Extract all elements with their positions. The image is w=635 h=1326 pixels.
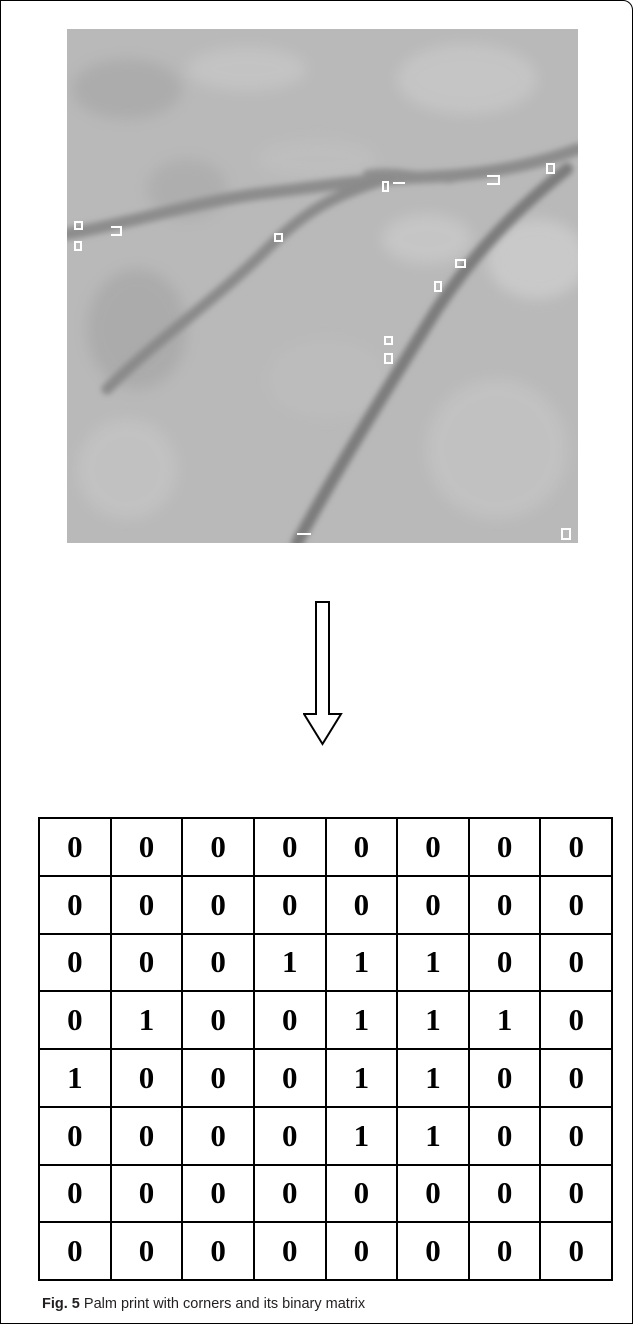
matrix-cell: 0 <box>467 1221 542 1281</box>
matrix-row: 0 0 0 0 1 1 0 0 <box>38 1105 613 1166</box>
matrix-cell: 0 <box>324 1221 399 1281</box>
binary-matrix: 0 0 0 0 0 0 0 0 0 0 0 0 0 0 0 0 0 0 <box>38 817 613 1281</box>
matrix-cell: 0 <box>539 1163 613 1224</box>
matrix-cell: 0 <box>109 1048 184 1108</box>
matrix-cell: 0 <box>252 874 327 935</box>
matrix-cell: 1 <box>396 1105 470 1166</box>
matrix-cell: 0 <box>109 932 184 993</box>
matrix-cell: 0 <box>467 817 542 877</box>
matrix-cell: 1 <box>396 932 470 993</box>
palm-print-image <box>67 29 578 543</box>
matrix-cell: 1 <box>109 990 184 1050</box>
figure-caption: Fig. 5 Palm print with corners and its b… <box>42 1296 365 1312</box>
matrix-cell: 0 <box>109 874 184 935</box>
matrix-cell: 0 <box>396 1163 470 1224</box>
figure-caption-text: Palm print with corners and its binary m… <box>79 1296 366 1312</box>
matrix-cell: 1 <box>252 932 327 993</box>
matrix-cell: 0 <box>38 932 112 993</box>
matrix-cell: 0 <box>181 1105 255 1166</box>
matrix-cell: 0 <box>38 1221 112 1281</box>
matrix-cell: 0 <box>38 817 112 877</box>
matrix-row: 1 0 0 0 1 1 0 0 <box>38 1048 613 1108</box>
matrix-cell: 1 <box>324 1105 399 1166</box>
matrix-cell: 0 <box>109 1105 184 1166</box>
matrix-cell: 0 <box>252 817 327 877</box>
matrix-cell: 0 <box>539 1105 613 1166</box>
matrix-cell: 0 <box>181 932 255 993</box>
matrix-cell: 0 <box>396 817 470 877</box>
matrix-cell: 0 <box>467 1048 542 1108</box>
matrix-cell: 1 <box>467 990 542 1050</box>
matrix-cell: 0 <box>252 1163 327 1224</box>
matrix-cell: 1 <box>324 932 399 993</box>
matrix-cell: 0 <box>539 1221 613 1281</box>
matrix-cell: 0 <box>38 1163 112 1224</box>
matrix-cell: 1 <box>324 990 399 1050</box>
matrix-cell: 0 <box>181 817 255 877</box>
matrix-cell: 0 <box>539 817 613 877</box>
matrix-row: 0 0 0 0 0 0 0 0 <box>38 817 613 877</box>
matrix-cell: 1 <box>396 990 470 1050</box>
matrix-cell: 0 <box>467 932 542 993</box>
matrix-cell: 0 <box>38 990 112 1050</box>
matrix-cell: 0 <box>467 874 542 935</box>
matrix-cell: 0 <box>324 817 399 877</box>
matrix-cell: 0 <box>181 874 255 935</box>
down-arrow-icon <box>302 600 343 746</box>
matrix-cell: 0 <box>396 874 470 935</box>
matrix-cell: 0 <box>181 1163 255 1224</box>
matrix-cell: 1 <box>38 1048 112 1108</box>
matrix-cell: 0 <box>396 1221 470 1281</box>
matrix-cell: 0 <box>539 990 613 1050</box>
matrix-cell: 0 <box>109 1221 184 1281</box>
matrix-cell: 0 <box>109 1163 184 1224</box>
matrix-cell: 0 <box>181 1048 255 1108</box>
matrix-row: 0 0 0 0 0 0 0 0 <box>38 874 613 935</box>
matrix-cell: 0 <box>252 1105 327 1166</box>
matrix-row: 0 0 0 0 0 0 0 0 <box>38 1221 613 1281</box>
matrix-cell: 1 <box>396 1048 470 1108</box>
matrix-cell: 0 <box>38 1105 112 1166</box>
matrix-row: 0 1 0 0 1 1 1 0 <box>38 990 613 1050</box>
matrix-cell: 0 <box>324 874 399 935</box>
matrix-cell: 0 <box>539 874 613 935</box>
matrix-cell: 0 <box>109 817 184 877</box>
matrix-cell: 0 <box>38 874 112 935</box>
matrix-row: 0 0 0 0 0 0 0 0 <box>38 1163 613 1224</box>
matrix-cell: 0 <box>539 932 613 993</box>
matrix-cell: 0 <box>252 1221 327 1281</box>
figure-label: Fig. 5 <box>42 1296 80 1312</box>
matrix-cell: 0 <box>181 990 255 1050</box>
matrix-cell: 0 <box>181 1221 255 1281</box>
matrix-cell: 0 <box>252 1048 327 1108</box>
matrix-cell: 0 <box>467 1163 542 1224</box>
matrix-cell: 0 <box>324 1163 399 1224</box>
matrix-cell: 0 <box>467 1105 542 1166</box>
matrix-cell: 0 <box>252 990 327 1050</box>
matrix-row: 0 0 0 1 1 1 0 0 <box>38 932 613 993</box>
binary-matrix-table: 0 0 0 0 0 0 0 0 0 0 0 0 0 0 0 0 0 0 <box>38 817 613 1281</box>
matrix-cell: 1 <box>324 1048 399 1108</box>
matrix-cell: 0 <box>539 1048 613 1108</box>
